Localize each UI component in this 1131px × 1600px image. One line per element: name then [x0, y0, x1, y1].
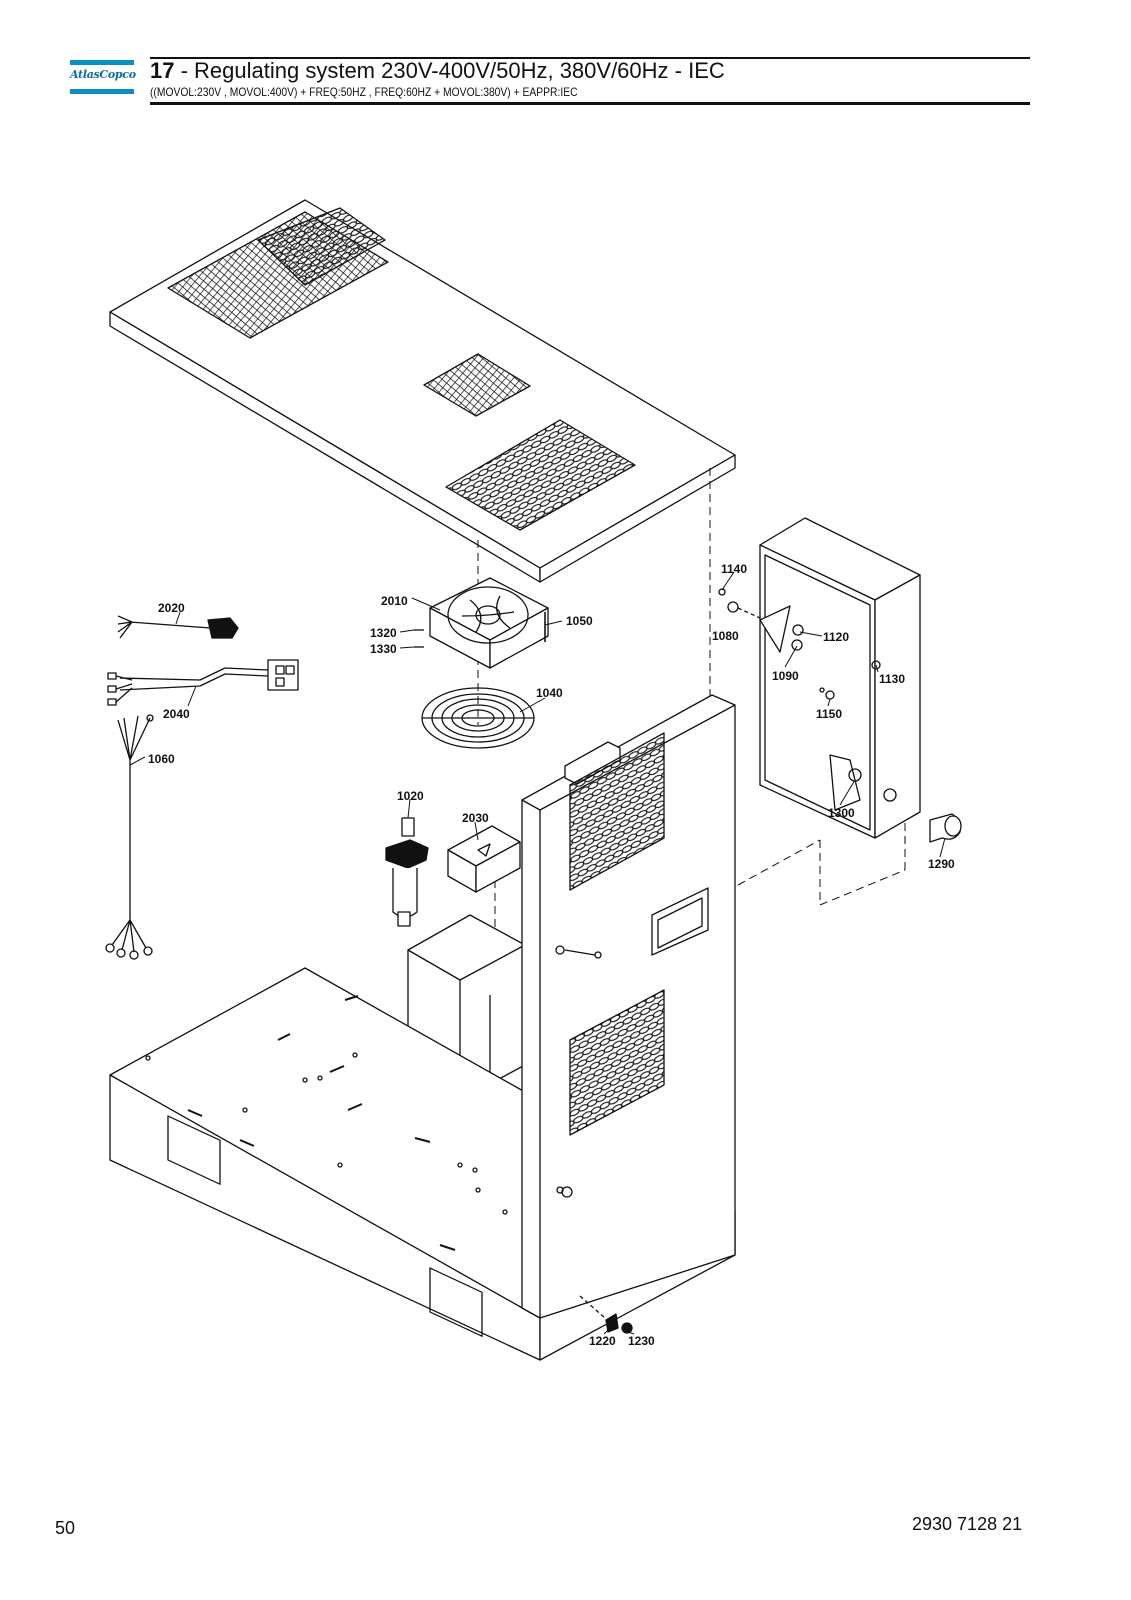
drain-parts-1220-1230 — [579, 1295, 633, 1334]
callout-1230: 1230 — [628, 1334, 655, 1348]
callout-1120: 1120 — [823, 630, 849, 644]
header-rule-bottom — [150, 102, 1030, 105]
side-panel — [521, 694, 736, 1319]
electrical-cabinet — [759, 517, 921, 839]
box-2030 — [447, 825, 521, 893]
callout-1150: 1150 — [816, 707, 842, 721]
page-subtitle: ((MOVOL:230V , MOVOL:400V) + FREQ:50HZ ,… — [150, 85, 578, 99]
callout-1220: 1220 — [589, 1334, 616, 1348]
fan-2010 — [414, 577, 549, 669]
document-number: 2930 7128 21 — [912, 1514, 1023, 1534]
fan-guard-1040 — [421, 687, 535, 749]
cable-2040 — [107, 659, 299, 706]
callout-1320: 1320 — [370, 626, 397, 640]
callout-1060: 1060 — [148, 752, 175, 766]
callout-2010: 2010 — [381, 594, 408, 608]
logo-text: AtlasCopco — [70, 68, 136, 81]
callout-labels: 2010 1050 1320 1330 2020 2040 1060 1040 … — [148, 562, 955, 1348]
header-rule-top — [150, 57, 1030, 59]
cable-gland-1290 — [929, 813, 962, 843]
callout-1290: 1290 — [928, 857, 955, 871]
callout-1300: 1300 — [828, 806, 855, 820]
page-number: 50 — [55, 1518, 76, 1538]
callout-1130: 1130 — [879, 672, 905, 686]
small-parts-1080-1140 — [718, 588, 761, 619]
callout-1050: 1050 — [566, 614, 593, 628]
callout-1330: 1330 — [370, 642, 397, 656]
atlas-copco-logo: AtlasCopco — [70, 60, 136, 94]
cable-2020 — [117, 615, 239, 639]
filter-regulator-1020 — [385, 817, 429, 927]
cable-1060 — [105, 714, 154, 960]
top-cover — [109, 199, 736, 583]
callout-1140: 1140 — [721, 562, 747, 576]
callout-1020: 1020 — [397, 789, 424, 803]
callout-1040: 1040 — [536, 686, 563, 700]
callout-1090: 1090 — [772, 669, 799, 683]
logo-bottom-bar — [70, 89, 134, 94]
callout-2040: 2040 — [163, 707, 190, 721]
section-title: - Regulating system 230V-400V/50Hz, 380V… — [174, 58, 725, 83]
callout-1080: 1080 — [712, 629, 739, 643]
callout-2020: 2020 — [158, 601, 185, 615]
callout-2030: 2030 — [462, 811, 489, 825]
page-title: 17 - Regulating system 230V-400V/50Hz, 3… — [150, 58, 725, 84]
section-number: 17 — [150, 58, 175, 83]
leader-lines — [129, 571, 946, 1335]
logo-top-bar — [70, 60, 134, 65]
